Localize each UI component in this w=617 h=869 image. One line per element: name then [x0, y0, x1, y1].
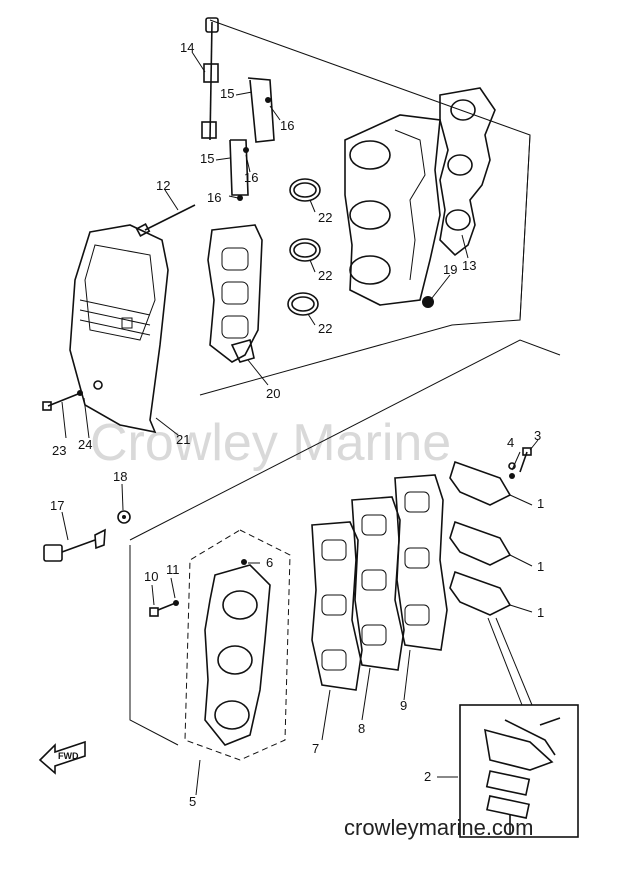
callout-23: 23 [52, 443, 66, 458]
part-22-o-rings [287, 178, 321, 316]
callout-18: 18 [113, 469, 127, 484]
callout-21: 21 [176, 432, 190, 447]
site-url: crowleymarine.com [344, 815, 534, 840]
part-20-gasket-plate [207, 224, 263, 363]
part-callouts: 1 1 1 2 3 4 5 6 7 8 9 10 11 12 13 14 15 … [50, 40, 544, 809]
part-17-fitting [43, 528, 106, 562]
upper-assembly-outline [199, 19, 531, 396]
callout-2: 2 [424, 769, 431, 784]
callout-10: 10 [144, 569, 158, 584]
callout-16b: 16 [244, 170, 258, 185]
callout-7: 7 [312, 741, 319, 756]
callout-22b: 22 [318, 268, 332, 283]
watermark: Crowley Marine [90, 414, 451, 472]
callout-8: 8 [358, 721, 365, 736]
part-18-nut [117, 510, 131, 524]
forward-direction-arrow: FWD [38, 740, 86, 775]
callout-22c: 22 [318, 321, 332, 336]
callout-11: 11 [166, 562, 180, 577]
callout-24: 24 [78, 437, 92, 452]
part-15-clip-upper [247, 77, 275, 143]
callout-1a: 1 [537, 496, 544, 511]
callout-1b: 1 [537, 559, 544, 574]
part-15-clip-lower [229, 139, 249, 201]
part-10-11-screw-washer [149, 600, 179, 617]
callout-19: 19 [443, 262, 457, 277]
callout-16a: 16 [280, 118, 294, 133]
part-14-fitting [201, 17, 219, 141]
forward-label: FWD [58, 751, 79, 761]
callout-3: 3 [534, 428, 541, 443]
callout-9: 9 [400, 698, 407, 713]
lower-assembly-outline [129, 339, 561, 746]
part-19-plug [422, 296, 434, 308]
part-21-silencer-cover [69, 224, 169, 434]
leader-lines [61, 51, 539, 796]
callout-16c: 16 [207, 190, 221, 205]
callout-15b: 15 [200, 151, 214, 166]
part-13-gasket [439, 87, 496, 257]
callout-12: 12 [156, 178, 170, 193]
callout-6: 6 [266, 555, 273, 570]
callout-15a: 15 [220, 86, 234, 101]
callout-4: 4 [507, 435, 514, 450]
callout-22a: 22 [318, 210, 332, 225]
intake-manifold-body [344, 114, 441, 306]
part-1-reed-valve-assemblies [449, 460, 533, 616]
part-5-reed-valve-base [184, 529, 291, 761]
part-2-reed-valve-detail [459, 617, 579, 838]
callout-17: 17 [50, 498, 64, 513]
part-23-24-screw-washer [42, 380, 103, 411]
callout-5: 5 [189, 794, 196, 809]
callout-13: 13 [462, 258, 476, 273]
callout-1c: 1 [537, 605, 544, 620]
part-12-bolt [135, 204, 196, 237]
part-9-gasket [394, 474, 448, 651]
callout-20: 20 [266, 386, 280, 401]
part-8-gasket [351, 496, 405, 671]
callout-14: 14 [180, 40, 194, 55]
